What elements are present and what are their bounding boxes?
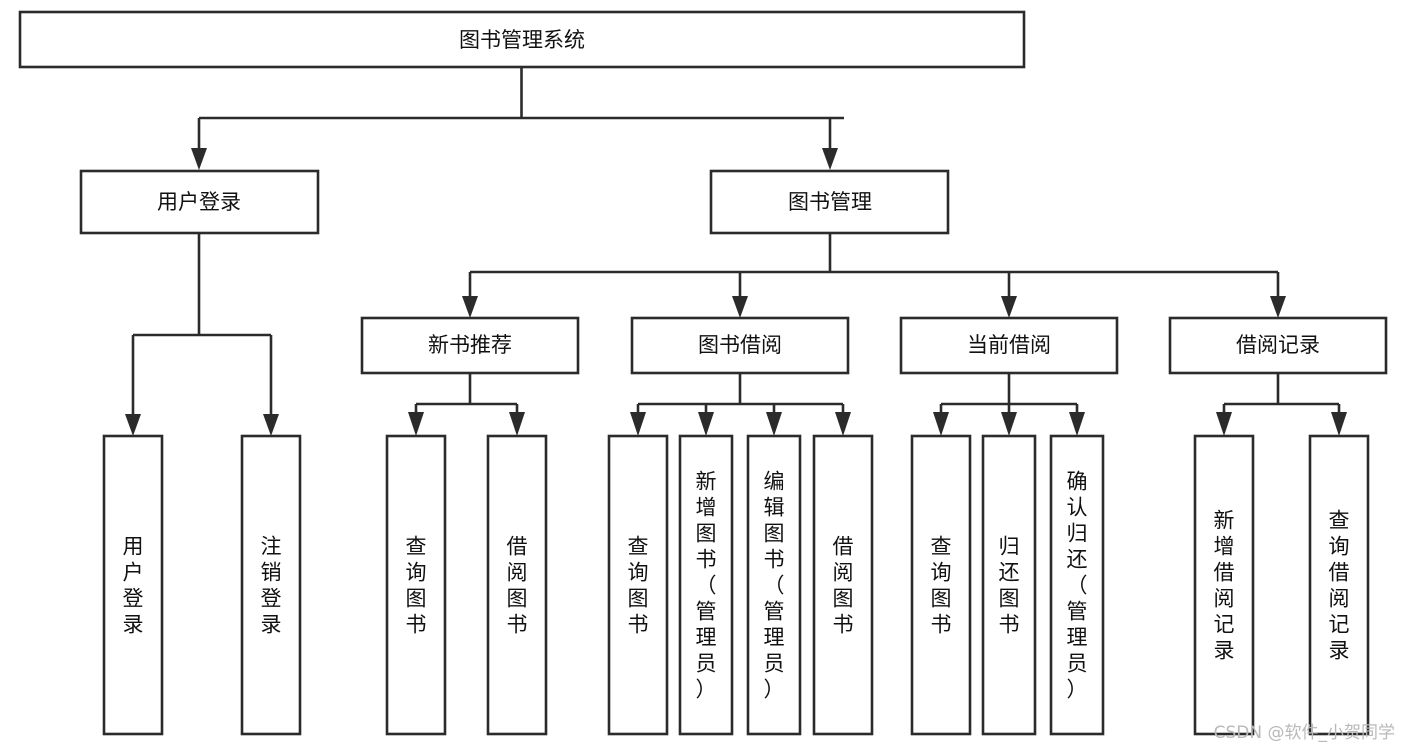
- node-leaf-query-record[interactable]: 查询借阅记录: [1308, 434, 1370, 736]
- node-leaf-edit-book-box[interactable]: [746, 434, 802, 736]
- csdn-watermark: CSDN @软件_小贺同学: [1213, 723, 1395, 743]
- node-leaf-query-book-2[interactable]: 查询图书: [607, 434, 669, 736]
- node-leaf-add-record[interactable]: 新增借阅记录: [1193, 434, 1255, 736]
- node-user-login-label: 用户登录: [157, 190, 241, 214]
- node-leaf-borrow-book-1[interactable]: 借阅图书: [486, 434, 548, 736]
- arrow-head-leaf-confirm-return: [1069, 412, 1085, 436]
- arrow-head-leaf-logout: [263, 414, 279, 436]
- node-borrow-record[interactable]: 借阅记录: [1168, 316, 1388, 375]
- arrow-head-leaf-query-record: [1331, 412, 1347, 436]
- node-leaf-edit-book-label: 编辑图书（管理员）: [764, 469, 785, 701]
- node-leaf-borrow-book-2[interactable]: 借阅图书: [812, 434, 874, 736]
- connector-group-new-book-recommend: [408, 373, 525, 436]
- node-leaf-add-record-box[interactable]: [1193, 434, 1255, 736]
- node-book-borrow-label: 图书借阅: [698, 333, 782, 357]
- arrow-head-new-book-recommend: [462, 296, 478, 318]
- node-book-borrow[interactable]: 图书借阅: [630, 316, 850, 375]
- node-leaf-return-book-label: 归还图书: [999, 534, 1020, 636]
- arrow-head-leaf-borrow-book-2: [835, 412, 851, 436]
- connector-group-current-borrow: [933, 373, 1085, 436]
- node-leaf-query-book-3-label: 查询图书: [931, 534, 952, 636]
- connector-group-user-login: [125, 233, 279, 436]
- node-leaf-add-book-label: 新增图书（管理员）: [696, 469, 717, 701]
- node-book-borrow-box[interactable]: [630, 316, 850, 375]
- node-leaf-query-book-3-box[interactable]: [910, 434, 972, 736]
- arrow-head-leaf-borrow-book-1: [509, 412, 525, 436]
- connector-group-book-borrow: [630, 373, 851, 436]
- node-leaf-user-login-label: 用户登录: [123, 534, 144, 636]
- arrow-head-book-manage: [822, 148, 838, 170]
- node-borrow-record-label: 借阅记录: [1236, 333, 1320, 357]
- arrow-head-current-borrow: [1001, 296, 1017, 318]
- node-leaf-add-record-label: 新增借阅记录: [1214, 508, 1235, 662]
- node-leaf-borrow-book-2-box[interactable]: [812, 434, 874, 736]
- node-leaf-logout[interactable]: 注销登录: [240, 434, 302, 736]
- node-book-manage-box[interactable]: [709, 169, 950, 235]
- node-book-manage[interactable]: 图书管理: [709, 169, 950, 235]
- node-leaf-confirm-return-label: 确认归还（管理员）: [1067, 469, 1088, 701]
- node-new-book-recommend[interactable]: 新书推荐: [360, 316, 580, 375]
- node-leaf-borrow-book-1-box[interactable]: [486, 434, 548, 736]
- node-current-borrow-label: 当前借阅: [967, 333, 1051, 357]
- node-leaf-edit-book[interactable]: 编辑图书（管理员）: [746, 434, 802, 736]
- arrow-head-leaf-user-login: [125, 414, 141, 436]
- node-leaf-query-record-box[interactable]: [1308, 434, 1370, 736]
- node-new-book-recommend-box[interactable]: [360, 316, 580, 375]
- node-leaf-return-book-box[interactable]: [981, 434, 1037, 736]
- node-leaf-borrow-book-2-label: 借阅图书: [833, 534, 854, 636]
- node-current-borrow[interactable]: 当前借阅: [899, 316, 1119, 375]
- node-leaf-query-book-1[interactable]: 查询图书: [385, 434, 447, 736]
- connector-group-root: [191, 67, 844, 170]
- node-leaf-borrow-book-1-label: 借阅图书: [507, 534, 528, 636]
- connector-group-book-manage: [462, 233, 1286, 318]
- node-leaf-query-book-2-box[interactable]: [607, 434, 669, 736]
- arrow-head-leaf-add-record: [1216, 412, 1232, 436]
- node-book-manage-label: 图书管理: [788, 190, 872, 214]
- arrow-head-leaf-edit-book: [766, 412, 782, 436]
- node-user-login[interactable]: 用户登录: [79, 169, 320, 235]
- node-leaf-query-record-label: 查询借阅记录: [1329, 508, 1350, 662]
- node-leaf-logout-box[interactable]: [240, 434, 302, 736]
- node-leaf-add-book-box[interactable]: [678, 434, 734, 736]
- arrow-head-borrow-record: [1270, 296, 1286, 318]
- arrow-head-leaf-query-book-2: [630, 412, 646, 436]
- node-root[interactable]: 图书管理系统: [18, 10, 1026, 69]
- arrow-head-leaf-return-book: [1001, 412, 1017, 436]
- node-leaf-query-book-1-label: 查询图书: [406, 534, 427, 636]
- node-leaf-logout-label: 注销登录: [261, 534, 282, 636]
- node-leaf-user-login[interactable]: 用户登录: [102, 434, 164, 736]
- node-borrow-record-box[interactable]: [1168, 316, 1388, 375]
- node-leaf-query-book-2-label: 查询图书: [628, 534, 649, 636]
- node-leaf-query-book-1-box[interactable]: [385, 434, 447, 736]
- arrow-head-book-borrow: [732, 296, 748, 318]
- arrow-head-leaf-query-book-1: [408, 412, 424, 436]
- arrow-head-leaf-add-book: [698, 412, 714, 436]
- arrow-head-user-login: [191, 148, 207, 170]
- node-current-borrow-box[interactable]: [899, 316, 1119, 375]
- node-root-label: 图书管理系统: [459, 28, 585, 52]
- node-leaf-add-book[interactable]: 新增图书（管理员）: [678, 434, 734, 736]
- connector-group-borrow-record: [1216, 373, 1347, 436]
- node-leaf-confirm-return[interactable]: 确认归还（管理员）: [1049, 434, 1105, 736]
- node-new-book-recommend-label: 新书推荐: [428, 333, 512, 357]
- node-leaf-return-book[interactable]: 归还图书: [981, 434, 1037, 736]
- node-user-login-box[interactable]: [79, 169, 320, 235]
- node-leaf-confirm-return-box[interactable]: [1049, 434, 1105, 736]
- node-leaf-user-login-box[interactable]: [102, 434, 164, 736]
- node-leaf-query-book-3[interactable]: 查询图书: [910, 434, 972, 736]
- arrow-head-leaf-query-book-3: [933, 412, 949, 436]
- node-root-box[interactable]: [18, 10, 1026, 69]
